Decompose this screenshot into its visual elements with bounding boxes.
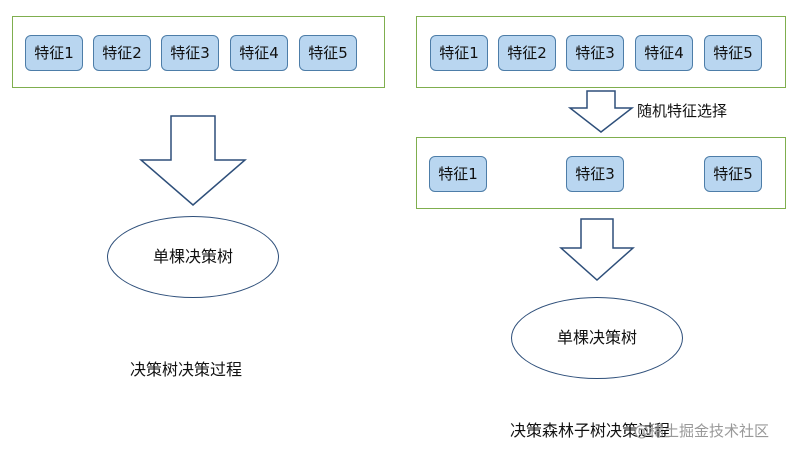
left-down-arrow-icon [139, 115, 247, 206]
left-feature-4: 特征4 [230, 35, 288, 71]
right-feature-4: 特征4 [635, 35, 693, 71]
selected-feature-5: 特征5 [704, 156, 762, 192]
right-feature-1: 特征1 [430, 35, 488, 71]
right-feature-5: 特征5 [704, 35, 762, 71]
selected-feature-3: 特征3 [566, 156, 624, 192]
right-selection-arrow-icon [568, 90, 634, 133]
left-feature-5: 特征5 [299, 35, 357, 71]
watermark: @稀土掘金技术社区 [634, 422, 770, 440]
right-down-arrow-icon [559, 218, 635, 282]
left-feature-3: 特征3 [161, 35, 219, 71]
right-selected-feature-box: 特征1 特征3 特征5 [416, 137, 786, 209]
right-tree-label: 单棵决策树 [556, 328, 637, 347]
right-caption: 决策森林子树决策过程 [510, 421, 671, 440]
random-feature-selection-label: 随机特征选择 [637, 102, 728, 120]
right-decision-tree-node: 单棵决策树 [511, 297, 683, 379]
left-feature-1: 特征1 [25, 35, 83, 71]
left-feature-2: 特征2 [93, 35, 151, 71]
left-caption: 决策树决策过程 [130, 360, 243, 379]
right-feature-3: 特征3 [566, 35, 624, 71]
left-decision-tree-node: 单棵决策树 [107, 216, 279, 298]
selected-feature-1: 特征1 [429, 156, 487, 192]
right-feature-2: 特征2 [498, 35, 556, 71]
left-tree-label: 单棵决策树 [152, 247, 233, 266]
right-feature-box: 特征1 特征2 特征3 特征4 特征5 [416, 16, 786, 88]
left-feature-box: 特征1 特征2 特征3 特征4 特征5 [12, 16, 385, 88]
